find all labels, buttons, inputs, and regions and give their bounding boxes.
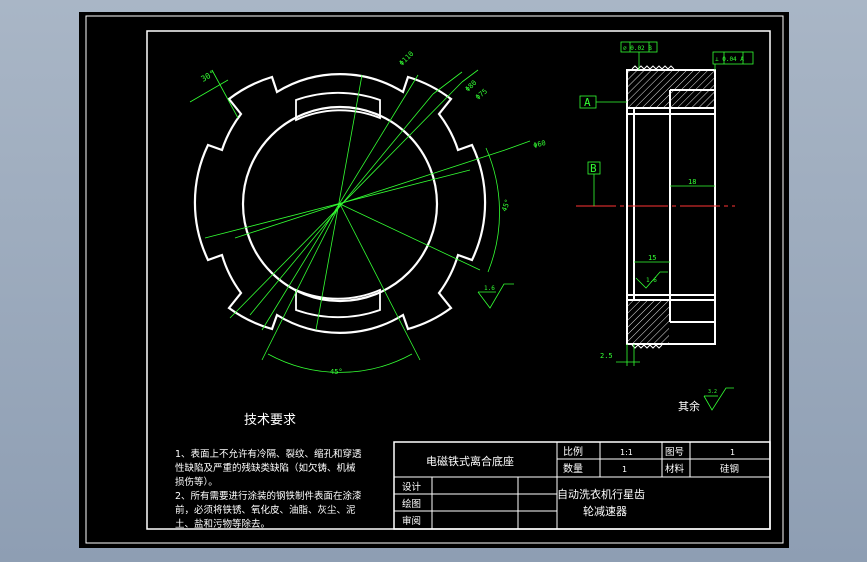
section-texts: 18 15 2.5 1.6 ⌀ 0.02 B ⟂ 0.04 A A B	[584, 45, 744, 360]
hatch-top	[628, 71, 714, 107]
notes-line-1: 1、表面上不允许有冷隔、裂纹、缩孔和穿透	[175, 448, 362, 460]
surface-value-front: 1.6	[484, 285, 495, 292]
section-view	[626, 69, 716, 345]
ring-inner-bore	[241, 105, 439, 303]
notes-line-4: 2、所有需要进行涂装的钢铁制件表面在涂漆	[175, 490, 362, 502]
draw-label: 绘图	[402, 498, 421, 510]
review-label: 审阅	[402, 515, 421, 527]
project-line-2: 轮减速器	[583, 504, 627, 518]
surface-value-section: 1.6	[646, 277, 657, 284]
ring-outer-notched	[193, 73, 487, 334]
notes-heading: 技术要求	[244, 413, 296, 428]
sheet-label: 图号	[665, 447, 684, 458]
top-slot	[295, 91, 381, 122]
other-surface-label: 其余	[678, 399, 700, 413]
section-dimension-lines	[579, 41, 754, 366]
title-block	[393, 441, 771, 530]
hatch-bottom	[628, 301, 669, 343]
sheet-outer-border	[85, 15, 784, 544]
tolerance-frame-2: ⟂ 0.04 A	[715, 56, 744, 63]
material-value: 硅钢	[720, 463, 739, 475]
dim-45deg-bottom: 45°	[330, 368, 343, 376]
dim-phi60: Φ60	[532, 139, 546, 150]
dim-18: 18	[688, 178, 696, 186]
notes-line-6: 土、盐和污物等除去。	[175, 518, 270, 530]
section-outline	[626, 69, 716, 345]
dimension-lines	[189, 69, 531, 373]
other-surface-value: 3.2	[708, 389, 717, 395]
datum-b: B	[590, 162, 597, 175]
front-view	[193, 73, 487, 334]
part-name: 电磁铁式离合底座	[426, 454, 514, 468]
datum-a: A	[584, 96, 591, 109]
hatch-bottom-right	[671, 323, 714, 343]
dim-45deg-right: 45°	[500, 198, 512, 213]
other-surface-finish: 其余 3.2	[678, 387, 734, 413]
technical-notes: 技术要求 1、表面上不允许有冷隔、裂纹、缩孔和穿透 性缺陷及严重的残缺类缺陷（如…	[175, 413, 362, 530]
dim-2-5: 2.5	[600, 352, 613, 360]
tolerance-frame-1: ⌀ 0.02 B	[623, 45, 652, 52]
dim-15: 15	[648, 254, 656, 262]
surface-symbol-front	[477, 283, 514, 309]
title-block-texts: 电磁铁式离合底座 比例 1:1 图号 1 数量 1 材料 硅钢 设计 绘图 审阅…	[402, 445, 739, 527]
design-label: 设计	[402, 481, 422, 493]
notes-line-2: 性缺陷及严重的残缺类缺陷（如欠铸、机械	[175, 462, 356, 474]
notes-line-3: 损伤等）。	[175, 476, 218, 488]
sheet-value: 1	[730, 448, 735, 457]
qty-label: 数量	[563, 462, 583, 475]
material-label: 材料	[665, 463, 685, 475]
bottom-slot	[295, 288, 381, 319]
scale-label: 比例	[563, 445, 583, 458]
other-surface-symbol	[703, 387, 734, 411]
scale-value: 1:1	[620, 448, 633, 457]
notes-line-5: 前，必须将铁锈、氧化皮、油脂、灰尘、泥	[175, 504, 356, 516]
project-line-1: 自动洗衣机行星齿	[557, 487, 645, 501]
qty-value: 1	[622, 465, 627, 474]
